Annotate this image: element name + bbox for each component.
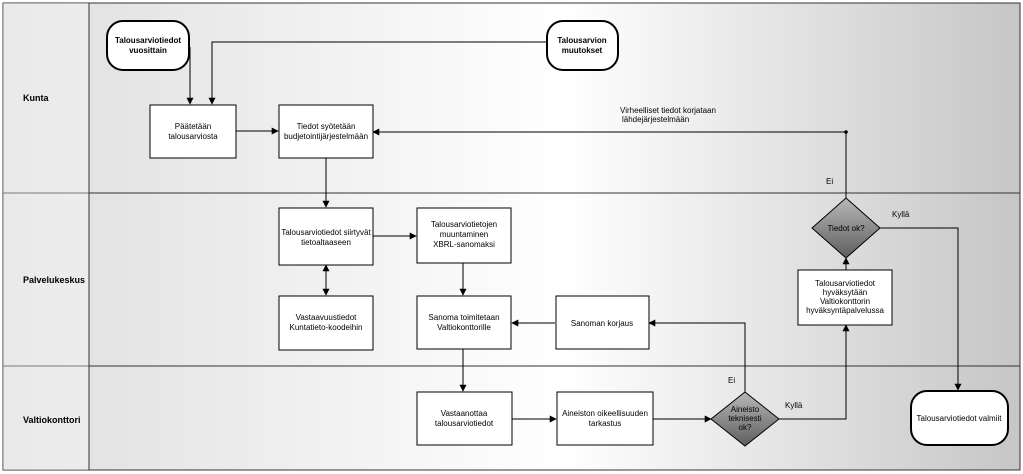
node-tiedot-syotetaan [278, 104, 374, 159]
node-teknisesti-ok-line-2: teknisesti [728, 414, 762, 423]
node-siirtyvat-tietoaltaaseen-line-2: tietoaltaaseen [301, 238, 351, 247]
node-talousarvion-muutokset-line-1: Talousarvion [557, 36, 606, 45]
node-vastaavuustiedot-line-2: Kuntatieto-koodeihin [290, 323, 363, 332]
node-vastaanottaa-line-2: talousarviotiedot [435, 419, 494, 428]
lane-label-valtiokonttori: Valtiokonttori [23, 415, 81, 425]
edge-teknisesti-ei-to-korjaus [648, 319, 746, 392]
edge-label-virheelliset-2: lähdejärjestelmään [622, 115, 689, 124]
edge-teknisesti-kylla-to-hyvaksytaan [779, 324, 850, 420]
connectors [186, 41, 962, 423]
node-vastaavuustiedot [278, 295, 374, 351]
node-hyvaksytaan-line-1: Talousarviotiedot [815, 279, 876, 288]
node-siirtyvat-tietoaltaaseen-line-1: Talousarviotiedot siirtyvät [281, 228, 371, 237]
node-sanoma-toimitetaan-line-1: Sanoma toimitetaan [428, 313, 499, 322]
node-paatetaan-talousarviosta-line-1: Päätetään [175, 122, 211, 131]
node-talousarviotiedot-vuosittain [106, 20, 190, 71]
node-xbrl-muuntaminen-line-3: XBRL-sanomaksi [433, 240, 495, 249]
node-talousarviotiedot-vuosittain-line-1: Talousarviotiedot [115, 36, 181, 45]
node-talousarviotiedot-vuosittain-line-2: vuosittain [129, 46, 167, 55]
edge-label-ei-upper: Ei [826, 177, 833, 186]
node-tiedot-syotetaan-line-1: Tiedot syötetään [297, 122, 356, 131]
node-paatetaan-talousarviosta-line-2: talousarviosta [168, 132, 218, 141]
node-tiedot-ok-line-1: Tiedot ok? [827, 224, 865, 233]
node-siirtyvat-tietoaltaaseen [278, 207, 374, 266]
edge-muutokset-to-paatetaan [208, 41, 547, 105]
node-vastaanottaa-line-1: Vastaanottaa [441, 409, 488, 418]
node-tiedot-ok [811, 197, 881, 259]
node-oikeellisuuden-tarkastus-line-1: Aineiston oikeellisuuden [562, 409, 648, 418]
node-hyvaksytaan-line-4: hyväksyntäpalvelussa [806, 306, 884, 315]
node-tiedot-syotetaan-line-2: budjetointijärjestelmään [284, 132, 368, 141]
node-sanoman-korjaus-line-1: Sanoman korjaus [571, 319, 633, 328]
node-sanoma-toimitetaan [416, 295, 512, 350]
node-hyvaksytaan [797, 269, 893, 326]
node-hyvaksytaan-line-3: Valtiokonttorin [820, 297, 870, 306]
edge-label-ei-lower: Ei [728, 376, 735, 385]
node-paatetaan-talousarviosta [149, 104, 237, 159]
node-oikeellisuuden-tarkastus [556, 391, 654, 446]
node-vastaavuustiedot-line-1: Vastaavuustiedot [296, 313, 358, 322]
edge-label-kylla-upper: Kyllä [892, 210, 910, 219]
node-sanoman-korjaus [555, 295, 650, 350]
edge-label-virheelliset-1: Virheelliset tiedot korjataan [620, 106, 716, 115]
node-teknisesti-ok [710, 391, 780, 447]
node-valmiit [910, 390, 1009, 446]
node-oikeellisuuden-tarkastus-line-2: tarkastus [589, 419, 621, 428]
node-teknisesti-ok-line-3: ok? [739, 423, 752, 432]
edge-tiedot-ok-kylla-to-valmiit [880, 227, 962, 391]
node-hyvaksytaan-line-2: hyväksytään [823, 288, 867, 297]
node-xbrl-muuntaminen-line-1: Talousarviotietojen [431, 220, 497, 229]
node-sanoma-toimitetaan-line-2: Valtiokonttorille [437, 323, 491, 332]
node-valmiit-line-1: Talousarviotiedot valmiit [917, 414, 1003, 423]
node-talousarvion-muutokset-line-2: muutokset [562, 46, 603, 55]
edge-labels: Virheelliset tiedot korjataan lähdejärje… [620, 106, 910, 410]
node-talousarvion-muutokset [546, 20, 619, 71]
lane-label-palvelukeskus: Palvelukeskus [23, 275, 85, 285]
edge-label-kylla-lower: Kyllä [785, 401, 803, 410]
lane-label-kunta: Kunta [23, 93, 49, 103]
lane-header-column [3, 3, 89, 470]
junction-dot [844, 130, 848, 134]
node-teknisesti-ok-line-1: Aineisto [731, 405, 760, 414]
node-vastaanottaa [416, 391, 513, 446]
node-xbrl-muuntaminen [416, 207, 512, 264]
nodes: Talousarviotiedot vuosittain Talousarvio… [106, 20, 1009, 447]
node-xbrl-muuntaminen-line-2: muuntaminen [440, 230, 488, 239]
